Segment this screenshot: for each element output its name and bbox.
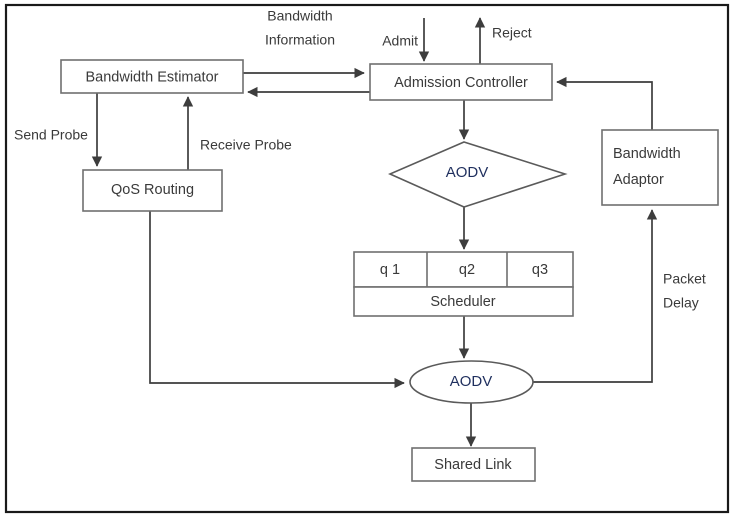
node-shared-link-label: Shared Link	[434, 457, 512, 473]
node-bandwidth-adaptor-label-line1: Bandwidth	[613, 146, 681, 162]
edge-qos-routing-to-aodv-node	[149, 211, 405, 389]
queue-cell-3-label: q3	[532, 262, 548, 278]
edge-label-send-probe: Send Probe	[14, 127, 88, 143]
node-bandwidth-adaptor-label-line2: Adaptor	[613, 172, 664, 188]
queue-row	[353, 251, 574, 288]
node-bandwidth-estimator-label: Bandwidth Estimator	[86, 69, 219, 85]
node-bandwidth-estimator[interactable]: Bandwidth Estimator	[60, 59, 244, 94]
queue-cell-2-label: q2	[459, 262, 475, 278]
node-qos-routing-label: QoS Routing	[111, 182, 194, 198]
node-admission-controller[interactable]: Admission Controller	[369, 63, 553, 101]
node-shared-link[interactable]: Shared Link	[411, 447, 536, 482]
node-scheduler-block[interactable]: q 1 q2 q3 Scheduler	[353, 251, 574, 317]
edge-label-receive-probe: Receive Probe	[200, 137, 292, 153]
node-aodv-decision-label: AODV	[446, 164, 489, 181]
edge-label-packet-delay-line1: Packet	[663, 271, 706, 287]
node-scheduler-label: Scheduler	[430, 294, 495, 310]
edge-label-admit: Admit	[382, 33, 418, 49]
diagram-border	[4, 3, 730, 514]
edge-label-bandwidth-information-line1: Bandwidth	[267, 8, 332, 24]
edge-packet-delay	[533, 209, 658, 383]
scheduler-row	[353, 286, 574, 317]
node-admission-controller-label: Admission Controller	[394, 75, 528, 91]
edge-label-bandwidth-information-line2: Information	[265, 32, 335, 48]
node-aodv-decision[interactable]: AODV	[388, 141, 568, 208]
node-aodv-node-label: AODV	[450, 373, 493, 390]
edge-label-reject: Reject	[492, 25, 532, 41]
edge-label-packet-delay-line2: Delay	[663, 295, 699, 311]
node-qos-routing[interactable]: QoS Routing	[82, 169, 223, 212]
node-bandwidth-adaptor[interactable]: Bandwidth Adaptor	[601, 129, 719, 206]
queue-cell-1-label: q 1	[380, 262, 400, 278]
edge-adaptor-to-controller	[556, 76, 653, 131]
node-aodv-node[interactable]: AODV	[409, 360, 534, 404]
